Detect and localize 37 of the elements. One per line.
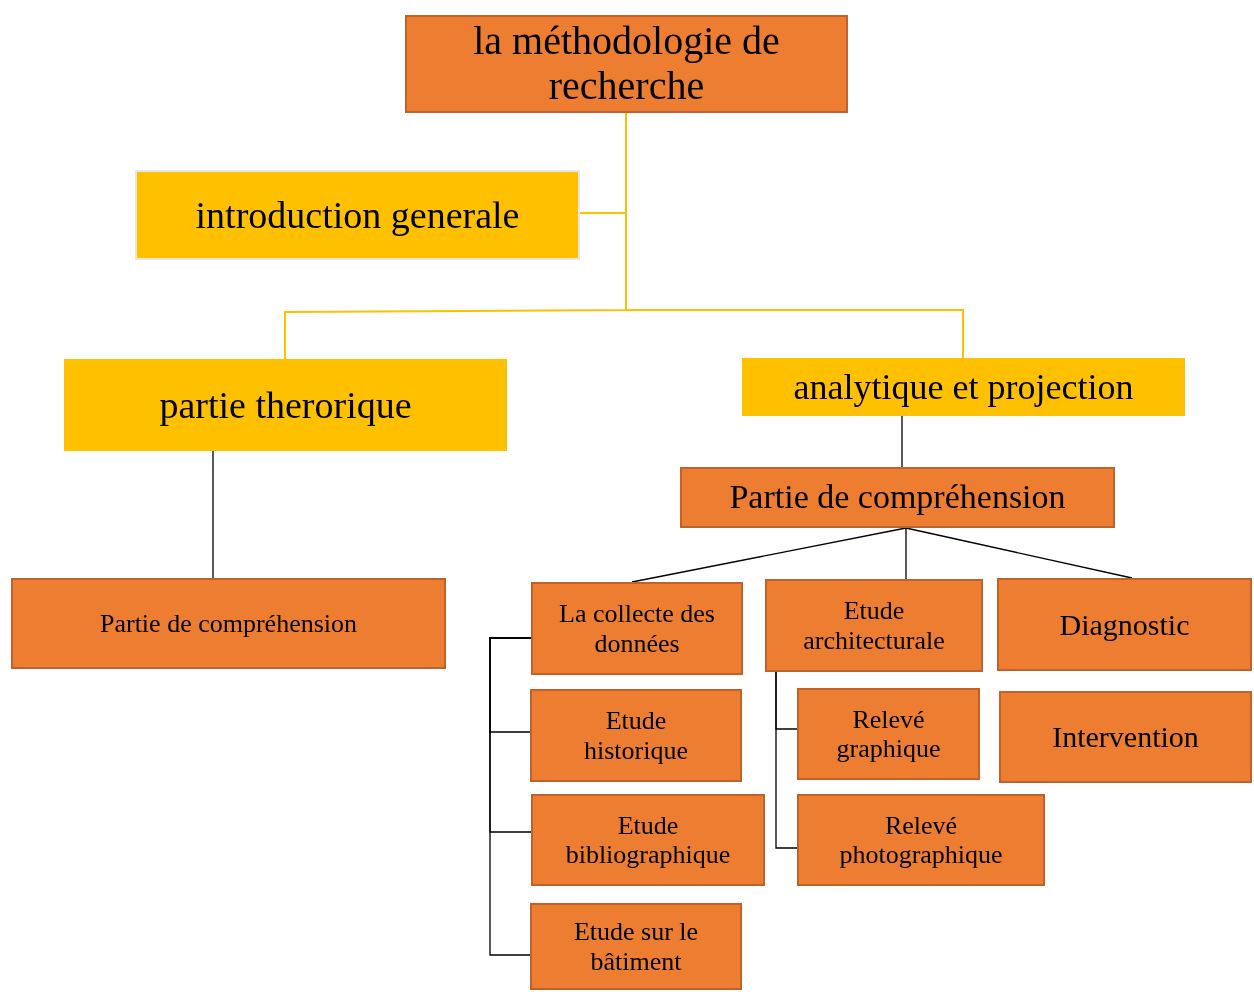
connector-line [905, 527, 1133, 579]
box-label: Relevé graphique [835, 704, 942, 764]
box-label: introduction generale [195, 193, 520, 237]
box-label: Etude architecturale [802, 596, 946, 655]
box-label: Etude historique [583, 706, 689, 765]
box-label: Intervention [1052, 720, 1199, 754]
connector-line [775, 671, 798, 849]
process-box [531, 582, 743, 675]
box-label: Partie de compréhension [729, 478, 1066, 517]
process-box [797, 794, 1045, 886]
process-box [530, 903, 742, 990]
box-label: analytique et projection [793, 366, 1134, 408]
process-box [680, 467, 1115, 528]
process-box [135, 170, 580, 260]
process-box [797, 688, 980, 780]
box-label: partie therorique [159, 383, 412, 427]
connector-line [905, 527, 907, 580]
process-box [999, 691, 1252, 783]
box-label: la méthodologie de recherche [472, 19, 781, 109]
process-box [531, 794, 765, 886]
connector-line [901, 415, 903, 468]
process-box [11, 578, 446, 669]
process-box [64, 359, 507, 451]
process-box [765, 579, 983, 672]
box-label: Diagnostic [1059, 607, 1190, 642]
box-label: Etude bibliographique [564, 810, 732, 870]
process-box [997, 578, 1252, 671]
box-label: La collecte des données [558, 599, 716, 658]
process-box [405, 15, 848, 113]
connector-line [489, 637, 532, 956]
process-box [530, 689, 742, 782]
box-label: Etude sur le bâtiment [572, 917, 700, 976]
box-label: Relevé photographique [838, 810, 1004, 870]
box-label: Partie de compréhension [100, 608, 357, 639]
connector-line [212, 450, 214, 579]
connector-line [631, 527, 907, 583]
process-box [742, 358, 1185, 416]
